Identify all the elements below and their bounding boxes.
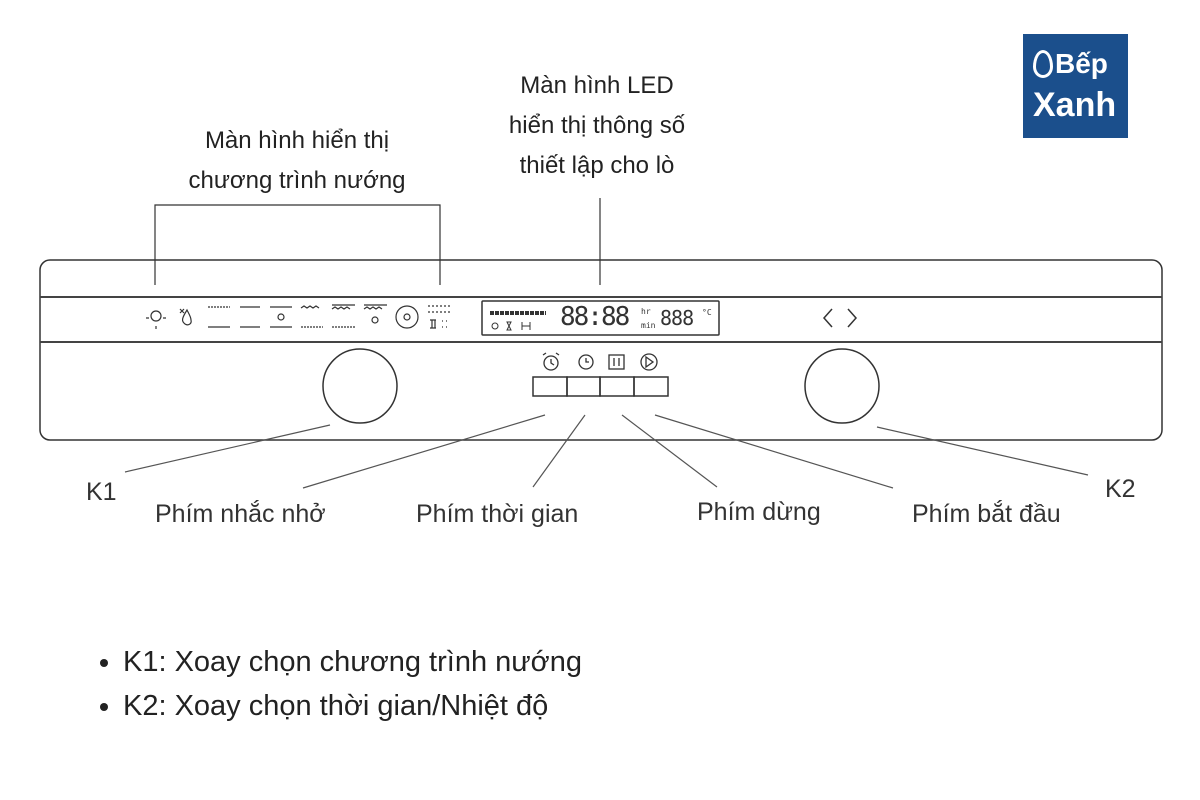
grill-icon — [300, 305, 323, 328]
k1-label: K1 — [86, 478, 117, 506]
pause-label: Phím dừng — [697, 498, 821, 526]
panel-outline — [39, 259, 1163, 441]
time-label: Phím thời gian — [416, 500, 579, 528]
led-small-icons — [491, 321, 531, 331]
start-label: Phím bắt đầu — [912, 500, 1061, 528]
button-icons — [542, 352, 658, 371]
button-row — [532, 376, 669, 397]
bottom-heat-icon — [240, 306, 260, 328]
reminder-button[interactable] — [532, 376, 568, 397]
bep-xanh-logo: Bếp Xanh — [1023, 34, 1128, 138]
time-button[interactable] — [566, 376, 601, 397]
callout-line: Màn hình LED — [520, 72, 674, 99]
led-display — [481, 300, 720, 336]
note-item: K2: Xoay chọn thời gian/Nhiệt độ — [123, 684, 582, 728]
leader-lines — [124, 414, 1089, 489]
logo-text-1: Bếp — [1055, 48, 1108, 79]
reminder-label: Phím nhắc nhở — [155, 500, 326, 528]
bracket — [154, 198, 601, 285]
program-display-callout: Màn hình hiển thị chương trình nướng — [167, 121, 427, 201]
program-icons — [146, 304, 450, 329]
play-icon — [640, 353, 658, 371]
led-hr: hr — [641, 307, 651, 316]
top-bottom-heat-icon — [208, 306, 230, 328]
callout-line: hiển thị thông số — [508, 112, 686, 139]
flame-drop-icon — [1033, 50, 1053, 78]
led-temp: 888 — [660, 306, 694, 330]
callout-line: chương trình nướng — [188, 167, 406, 194]
eco-icon — [428, 305, 450, 329]
k2-knob[interactable] — [804, 348, 880, 424]
lamp-icon — [146, 310, 166, 329]
defrost-icon — [179, 308, 192, 326]
k2-label: K2 — [1105, 475, 1136, 503]
led-display-callout: Màn hình LED hiển thị thông số thiết lập… — [477, 66, 717, 186]
logo-text-2: Xanh — [1033, 86, 1117, 124]
led-time: 88:88 — [560, 302, 630, 332]
k1-knob[interactable] — [322, 348, 398, 424]
timer-icon — [578, 354, 594, 370]
notes-list: K1: Xoay chọn chương trình nướng K2: Xoa… — [95, 640, 582, 728]
led-unit: °C — [702, 308, 712, 317]
pause-icon — [608, 354, 625, 370]
callout-line: Màn hình hiển thị — [204, 127, 390, 154]
led-min: min — [641, 321, 656, 330]
alarm-clock-icon — [542, 352, 560, 371]
callout-line: thiết lập cho lò — [519, 152, 675, 179]
fan-heat-icon — [270, 306, 292, 328]
grill-top-icon — [331, 304, 355, 328]
chevron-left-icon[interactable] — [822, 308, 833, 328]
note-item: K1: Xoay chọn chương trình nướng — [123, 640, 582, 684]
hot-air-fan-icon — [395, 305, 419, 329]
fan-grill-icon — [363, 304, 387, 324]
pause-button[interactable] — [599, 376, 635, 397]
chevron-right-icon[interactable] — [847, 308, 858, 328]
start-button[interactable] — [633, 376, 669, 397]
panel-divider — [40, 296, 1162, 343]
